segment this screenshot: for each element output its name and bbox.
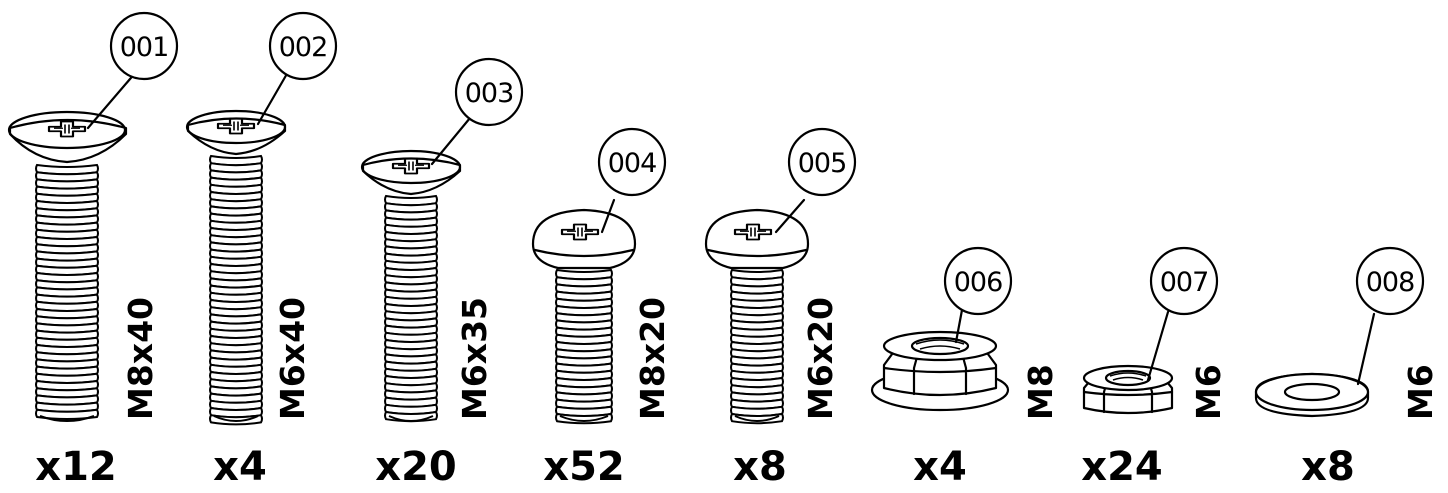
size-label-007: M6 (1189, 364, 1228, 420)
thread-ridge (555, 412, 613, 425)
screw-thread (555, 268, 613, 425)
callout-004: 004 (597, 127, 667, 197)
screw-thread (35, 163, 99, 422)
callout-number: 007 (1160, 267, 1209, 298)
callout-001: 001 (109, 11, 179, 81)
callout-number: 006 (954, 267, 1003, 298)
size-label-005: M6x20 (801, 297, 840, 420)
screw-thread (730, 268, 784, 425)
size-label-004: M8x20 (633, 297, 672, 420)
qty-label-004: x52 (543, 444, 624, 490)
thread-ridge (209, 414, 263, 426)
qty-label-001: x12 (35, 444, 116, 490)
callout-number: 008 (1366, 267, 1415, 298)
part-006-flange-nut (870, 330, 1010, 412)
qty-label-002: x4 (213, 444, 267, 490)
thread-ridge (730, 412, 784, 425)
callout-006: 006 (943, 246, 1013, 316)
size-label-001: M8x40 (121, 297, 160, 420)
callout-005: 005 (787, 127, 857, 197)
callout-number: 001 (120, 32, 169, 63)
size-label-008: M6 (1401, 364, 1440, 420)
size-label-006: M8 (1021, 364, 1060, 420)
callout-leader-lines (86, 70, 1376, 386)
part-004-pan-head-screw (531, 208, 637, 425)
callout-number: 005 (798, 148, 847, 179)
thread-ridge (35, 408, 99, 420)
screw-thread (384, 194, 438, 423)
part-001-countersunk-screw (7, 110, 128, 422)
thread-tip (734, 415, 780, 422)
part-007-hex-nut (1082, 364, 1174, 415)
thread-tip (213, 415, 259, 422)
part-002-countersunk-screw (185, 109, 287, 426)
callout-003: 003 (454, 57, 524, 127)
qty-label-007: x24 (1081, 444, 1162, 490)
thread-tip (388, 415, 434, 422)
callout-008: 008 (1355, 246, 1425, 316)
callout-number: 003 (465, 78, 514, 109)
part-003-countersunk-screw (360, 149, 462, 423)
qty-label-003: x20 (375, 444, 456, 490)
callout-number: 004 (608, 148, 657, 179)
qty-label-006: x4 (913, 444, 967, 490)
qty-label-005: x8 (733, 444, 787, 490)
callout-007: 007 (1149, 246, 1219, 316)
thread-tip (39, 415, 95, 422)
screw-thread (209, 154, 263, 426)
size-label-002: M6x40 (273, 297, 312, 420)
part-008-washer (1254, 372, 1370, 418)
part-005-pan-head-screw (704, 208, 810, 425)
thread-tip (559, 415, 609, 422)
callout-number: 002 (279, 32, 328, 63)
callout-002: 002 (268, 11, 338, 81)
size-label-003: M6x35 (455, 297, 494, 420)
qty-label-008: x8 (1301, 444, 1355, 490)
